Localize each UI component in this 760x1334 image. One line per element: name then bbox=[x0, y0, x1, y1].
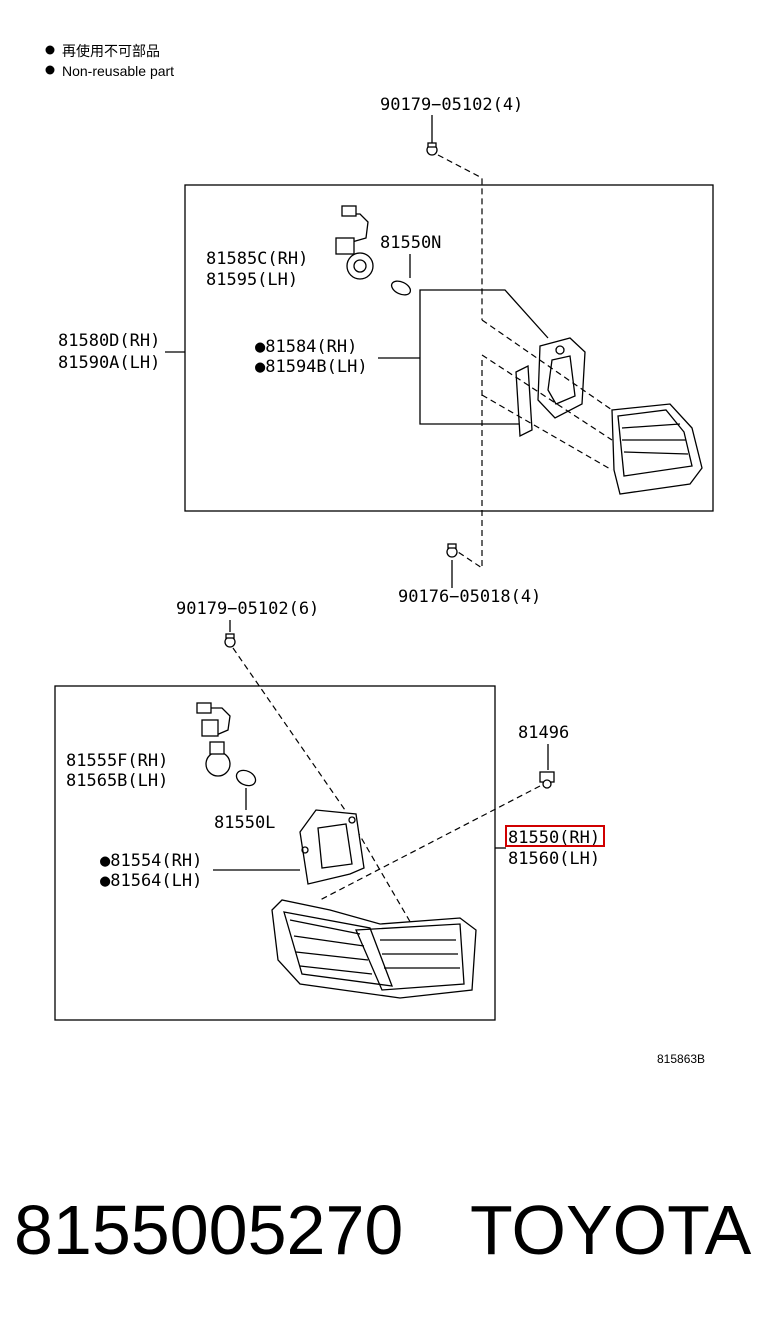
lower-gasket-lh-label[interactable]: ●81564(LH) bbox=[100, 871, 202, 891]
upper-socket-rh-label[interactable]: 81585C(RH) bbox=[206, 249, 308, 269]
lower-clip-label[interactable]: 81496 bbox=[518, 723, 569, 743]
upper-gasket-lh-label[interactable]: ●81594B(LH) bbox=[255, 357, 368, 377]
upper-bulb-label[interactable]: 81550N bbox=[380, 233, 441, 253]
upper-socket-icon bbox=[335, 205, 374, 280]
upper-screw-top-label[interactable]: 90179−05102(4) bbox=[380, 95, 523, 115]
upper-assembly-lh-label[interactable]: 81590A(LH) bbox=[58, 353, 160, 373]
lower-bulb-icon bbox=[235, 769, 257, 787]
part-number: 8155005270 bbox=[14, 1191, 404, 1269]
lower-gasket-icon bbox=[299, 809, 365, 885]
lower-screw-top-icon bbox=[224, 633, 236, 648]
legend-japanese: 再使用不可部品 bbox=[62, 43, 160, 59]
lower-gasket-rh-label[interactable]: ●81554(RH) bbox=[100, 851, 202, 871]
upper-screw-bottom-label[interactable]: 90176−05018(4) bbox=[398, 587, 541, 607]
upper-assembly-group: 90179−05102(4) 81585C(RH) 81595(LH) 8155… bbox=[58, 95, 714, 607]
upper-assembly-frame bbox=[184, 184, 714, 512]
legend-english: Non-reusable part bbox=[62, 63, 174, 79]
upper-socket-lh-label[interactable]: 81595(LH) bbox=[206, 270, 298, 290]
lower-assembly-group: 90179−05102(6) 81555F(RH) 81565B(LH) 815… bbox=[54, 599, 605, 1021]
upper-gasket-icon bbox=[515, 337, 586, 438]
upper-screw-bottom-icon bbox=[446, 543, 458, 558]
lower-socket-icon bbox=[196, 702, 231, 777]
lower-assembly-frame bbox=[54, 685, 496, 1021]
lower-socket-lh-label[interactable]: 81565B(LH) bbox=[66, 771, 168, 791]
upper-lamp-lens-icon bbox=[611, 403, 703, 495]
upper-screw-top-icon bbox=[426, 142, 438, 156]
lower-socket-rh-label[interactable]: 81555F(RH) bbox=[66, 751, 168, 771]
brand-name: TOYOTA bbox=[470, 1191, 752, 1269]
legend-bullet-icon bbox=[45, 65, 55, 75]
legend-bullet-icon bbox=[45, 45, 55, 55]
lower-assembly-rh-label[interactable]: 81550(RH) bbox=[508, 828, 600, 848]
upper-gasket-rh-label[interactable]: ●81584(RH) bbox=[255, 337, 357, 357]
highlight-box bbox=[505, 825, 605, 847]
upper-assembly-rh-label[interactable]: 81580D(RH) bbox=[58, 331, 160, 351]
lower-clip-icon bbox=[539, 771, 555, 789]
legend: 再使用不可部品 Non-reusable part bbox=[45, 43, 174, 79]
lower-bulb-label[interactable]: 81550L bbox=[214, 813, 275, 833]
upper-bulb-icon bbox=[390, 280, 412, 296]
figure-code: 815863B bbox=[657, 1052, 705, 1066]
lower-screw-top-label[interactable]: 90179−05102(6) bbox=[176, 599, 319, 619]
lower-assembly-lh-label[interactable]: 81560(LH) bbox=[508, 849, 600, 869]
lower-lamp-lens-icon bbox=[271, 899, 477, 999]
